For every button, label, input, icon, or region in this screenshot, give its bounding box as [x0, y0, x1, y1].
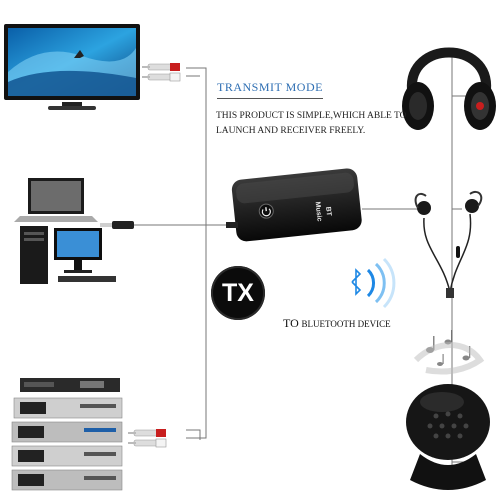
tx-badge: TX — [211, 266, 265, 320]
audio-jack-icon — [100, 221, 134, 229]
transmit-mode-title: TRANSMIT MODE — [217, 80, 323, 99]
bluetooth-device-word: BLUETOOTH DEVICE — [301, 319, 391, 329]
description-line-1: THIS PRODUCT IS SIMPLE,WHICH ABLE TO — [216, 111, 407, 121]
computer-image — [14, 178, 116, 284]
description-line-2: LAUNCH AND RECEIVER FREELY. — [216, 126, 366, 136]
bluetooth-transmitter-device: BT Music — [226, 168, 362, 242]
rca-cable-icon — [142, 63, 181, 82]
headphones-image — [402, 47, 496, 130]
audio-equipment-image — [11, 378, 123, 491]
rca-cable-icon — [128, 429, 167, 448]
earphones-image — [414, 190, 483, 298]
to-word: TO — [283, 316, 299, 330]
device-label-bt: BT — [324, 206, 332, 217]
speaker-image — [406, 330, 490, 490]
tv-image — [4, 24, 140, 110]
device-label-music: Music — [314, 201, 323, 222]
to-bluetooth-label: TO BLUETOOTH DEVICE — [283, 316, 391, 331]
transmit-description: THIS PRODUCT IS SIMPLE,WHICH ABLE TO LAU… — [216, 109, 407, 139]
bluetooth-signal-icon — [351, 257, 396, 309]
